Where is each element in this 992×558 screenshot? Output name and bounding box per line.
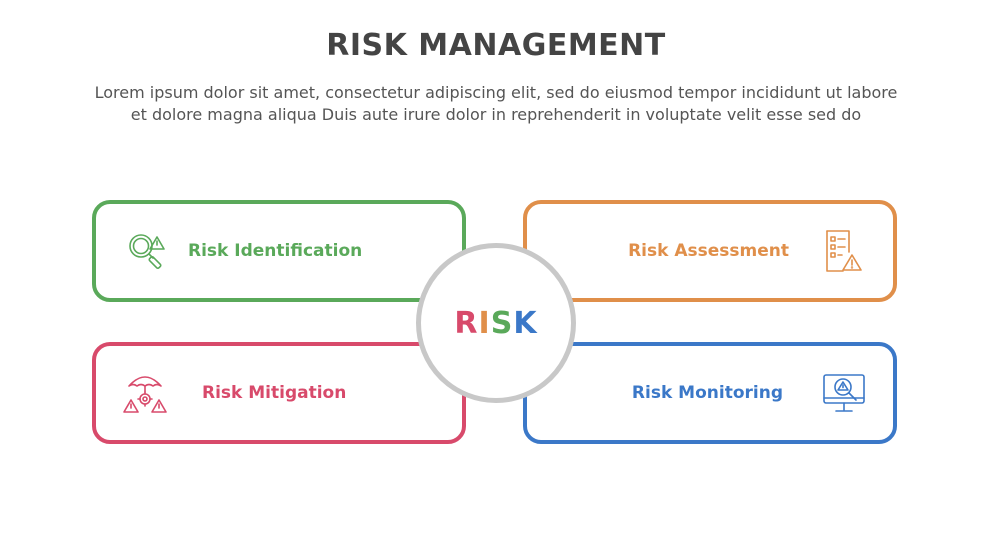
label-risk-mitigation: Risk Mitigation	[202, 383, 347, 403]
center-letter-r: R	[454, 305, 479, 341]
page-title: RISK MANAGEMENT	[326, 28, 666, 63]
subtitle-line-2: et dolore magna aliqua Duis aute irure d…	[130, 105, 862, 124]
card-risk-monitoring: Risk Monitoring	[523, 342, 897, 444]
umbrella-gear-warning-icon	[122, 370, 168, 416]
card-risk-identification: Risk Identification	[92, 200, 466, 302]
label-risk-assessment: Risk Assessment	[628, 241, 789, 261]
label-risk-identification: Risk Identification	[188, 241, 363, 261]
center-letter-s: S	[490, 305, 514, 341]
monitor-warning-icon	[821, 370, 867, 416]
center-risk-circle: RISK	[416, 243, 576, 403]
center-letter-k: K	[513, 305, 538, 341]
magnifier-warning-icon	[124, 228, 170, 274]
center-risk-word: RISK	[454, 306, 537, 341]
center-letter-i: I	[478, 305, 491, 341]
checklist-warning-icon	[819, 228, 865, 274]
label-risk-monitoring: Risk Monitoring	[631, 383, 783, 403]
subtitle-line-1: Lorem ipsum dolor sit amet, consectetur …	[94, 83, 898, 102]
page-subtitle: Lorem ipsum dolor sit amet, consectetur …	[30, 82, 962, 126]
card-risk-mitigation: Risk Mitigation	[92, 342, 466, 444]
card-risk-assessment: Risk Assessment	[523, 200, 897, 302]
